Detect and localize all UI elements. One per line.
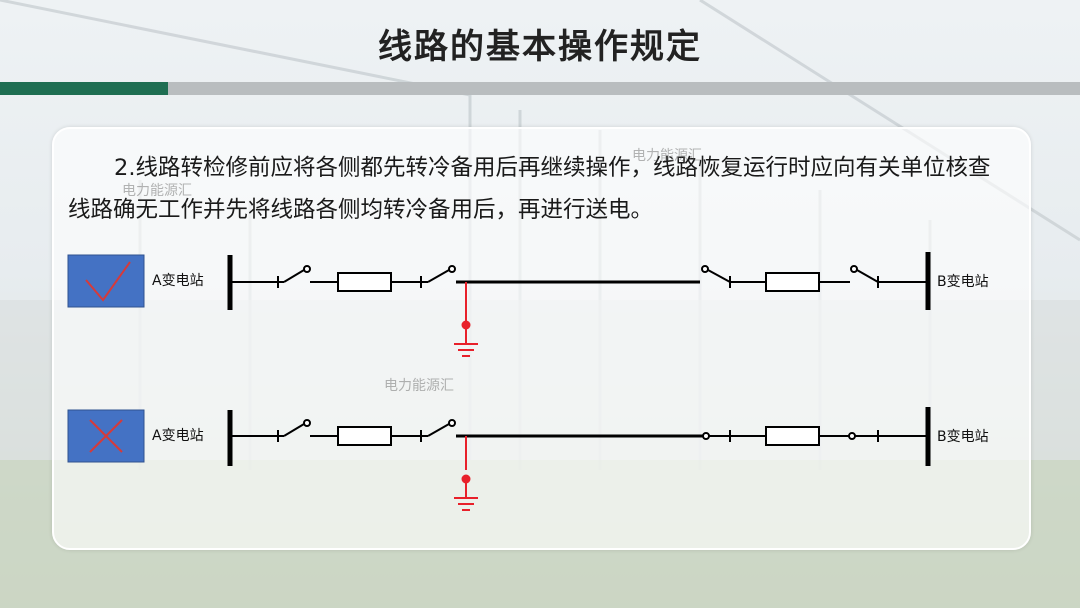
breaker xyxy=(337,426,392,446)
title-bar-accent xyxy=(0,82,168,95)
disconnector-open xyxy=(427,269,450,283)
disconnector-open xyxy=(283,269,305,283)
title-bar-gray xyxy=(168,82,1080,95)
breaker xyxy=(337,272,392,292)
watermark: 电力能源汇 xyxy=(384,378,454,394)
right-station-label: B变电站 xyxy=(937,429,989,445)
cross-icon xyxy=(89,419,123,453)
breaker xyxy=(765,426,820,446)
left-station-label: A变电站 xyxy=(152,273,204,289)
disconnector-open xyxy=(283,423,305,437)
breaker xyxy=(765,272,820,292)
disconnector-open xyxy=(856,269,879,283)
disconnector-open xyxy=(427,423,450,437)
disconnector-open xyxy=(707,269,731,283)
content-card xyxy=(52,127,1031,550)
diagram-row-incorrect: A变电站 B变电站 xyxy=(67,407,989,511)
check-mark-box xyxy=(67,254,145,308)
check-icon xyxy=(85,261,131,302)
diagram-row-correct: A变电站 B变电站 xyxy=(67,252,989,357)
watermark: 电力能源汇 xyxy=(632,148,702,164)
watermark: 电力能源汇 xyxy=(122,183,192,199)
right-station-label: B变电站 xyxy=(937,274,989,290)
ground-switch xyxy=(454,282,478,357)
left-station-label: A变电站 xyxy=(152,428,204,444)
rule-paragraph: 2.线路转检修前应将各侧都先转冷备用后再继续操作，线路恢复运行时应向有关单位核查… xyxy=(68,155,991,223)
page-title: 线路的基本操作规定 xyxy=(378,27,702,67)
ground-switch xyxy=(454,436,478,511)
